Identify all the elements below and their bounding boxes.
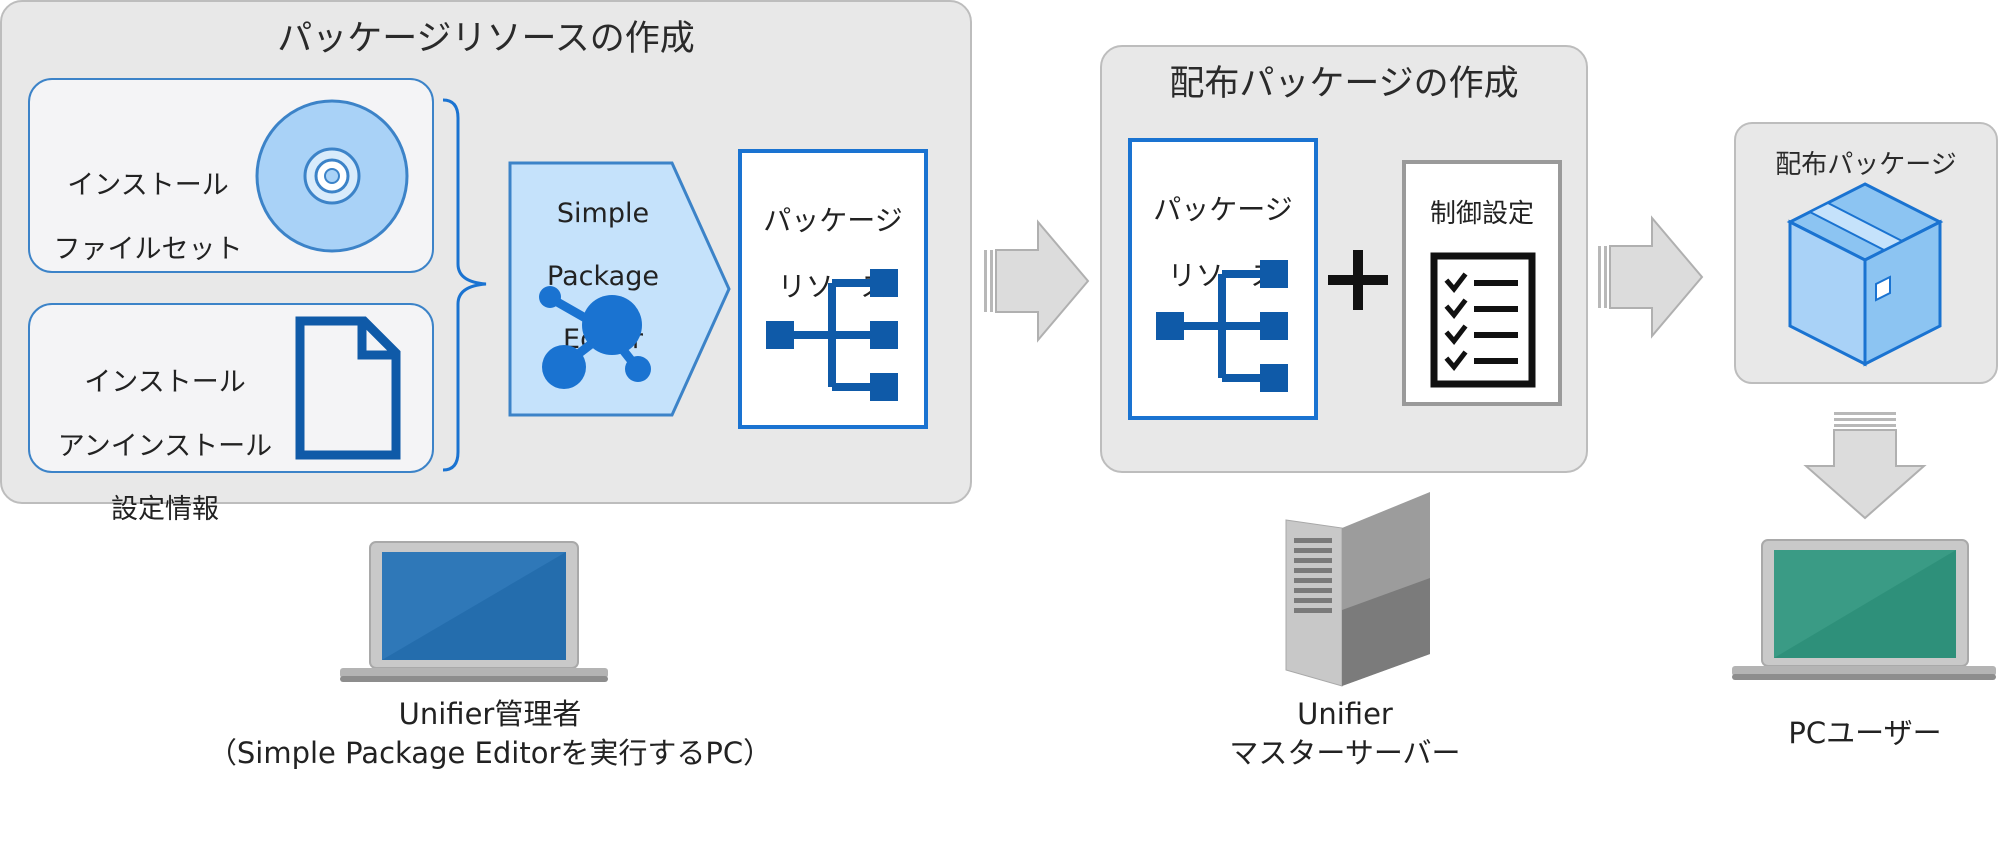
document-icon xyxy=(295,316,401,460)
arrow-right-icon xyxy=(984,219,1090,343)
server-icon xyxy=(1285,492,1430,687)
hierarchy-tree-icon xyxy=(1156,260,1288,392)
laptop-icon xyxy=(1732,539,1996,680)
admin-caption-line1: Unifier管理者 xyxy=(398,697,582,731)
share-network-icon xyxy=(539,286,651,389)
package-resource-box: パッケージ リソース xyxy=(738,149,928,429)
user-caption-line1: PCユーザー xyxy=(1788,716,1942,750)
control-settings-box: 制御設定 情報 xyxy=(1402,160,1562,406)
checklist-icon xyxy=(1430,252,1536,388)
distribution-creation-title: 配布パッケージの作成 xyxy=(1169,64,1519,104)
simple-package-editor-step: Simple Package Editor xyxy=(508,161,732,417)
install-settings-label: インストール アンインストール 設定情報 xyxy=(57,366,273,526)
laptop-icon xyxy=(340,541,608,682)
hierarchy-tree-icon xyxy=(766,269,898,401)
admin-caption-line2: （Simple Package Editorを実行するPC） xyxy=(207,736,773,771)
package-resource-box-2: パッケージ リソース xyxy=(1128,138,1318,420)
grouping-brace xyxy=(442,98,487,472)
box-icon xyxy=(1786,182,1944,367)
server-caption: Unifier マスターサーバー xyxy=(1150,695,1540,773)
install-settings-box: インストール アンインストール 設定情報 xyxy=(28,303,434,525)
server-caption-line1: Unifier xyxy=(1297,697,1393,731)
user-caption: PCユーザー xyxy=(1740,714,1990,753)
arrow-right-icon xyxy=(1598,215,1704,339)
install-fileset-box: インストール ファイルセット xyxy=(28,78,434,273)
install-fileset-label: インストール ファイルセット xyxy=(53,169,243,265)
plus-icon xyxy=(1328,250,1388,310)
server-caption-line2: マスターサーバー xyxy=(1229,736,1461,771)
distribution-package-title: 配布パッケージ xyxy=(1775,150,1957,180)
resource-creation-title: パッケージリソースの作成 xyxy=(277,19,695,59)
cd-disc-icon xyxy=(255,99,409,253)
arrow-down-icon xyxy=(1803,412,1927,520)
admin-caption: Unifier管理者 （Simple Package Editorを実行するPC… xyxy=(140,695,840,773)
